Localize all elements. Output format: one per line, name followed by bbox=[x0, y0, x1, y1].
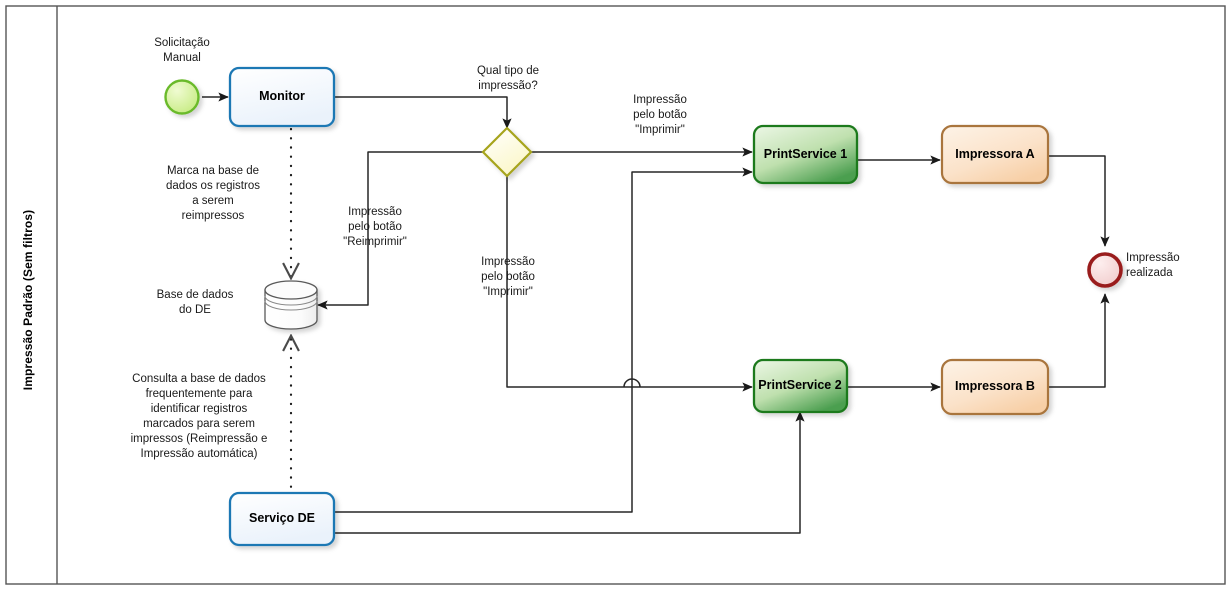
edge-impressorab-to-end bbox=[1048, 293, 1110, 388]
edge-gateway-to-datastore bbox=[317, 151, 483, 310]
edge-gateway-to-printservice2 bbox=[506, 176, 753, 392]
task-printservice-1[interactable] bbox=[752, 124, 859, 185]
task-monitor[interactable] bbox=[228, 66, 336, 128]
task-servico-de[interactable] bbox=[228, 491, 336, 547]
edge-monitor-to-gateway bbox=[334, 96, 512, 129]
edge-serviçode-to-printservice1 bbox=[334, 167, 753, 513]
edge-serviçode-to-printservice2 bbox=[334, 411, 805, 534]
datastore-base-de-dados-do-de[interactable] bbox=[264, 280, 318, 330]
connector-layer bbox=[202, 92, 1110, 534]
end-event[interactable] bbox=[1087, 252, 1123, 288]
task-impressora-a[interactable] bbox=[940, 124, 1050, 185]
lane-frame bbox=[5, 5, 1226, 585]
task-impressora-b[interactable] bbox=[940, 358, 1050, 416]
start-event[interactable] bbox=[164, 79, 200, 115]
edge-impressoraa-to-end bbox=[1048, 155, 1110, 247]
gateway-tipo-impressao[interactable] bbox=[481, 126, 533, 178]
task-printservice-2[interactable] bbox=[752, 358, 849, 414]
line-hop bbox=[623, 378, 641, 388]
